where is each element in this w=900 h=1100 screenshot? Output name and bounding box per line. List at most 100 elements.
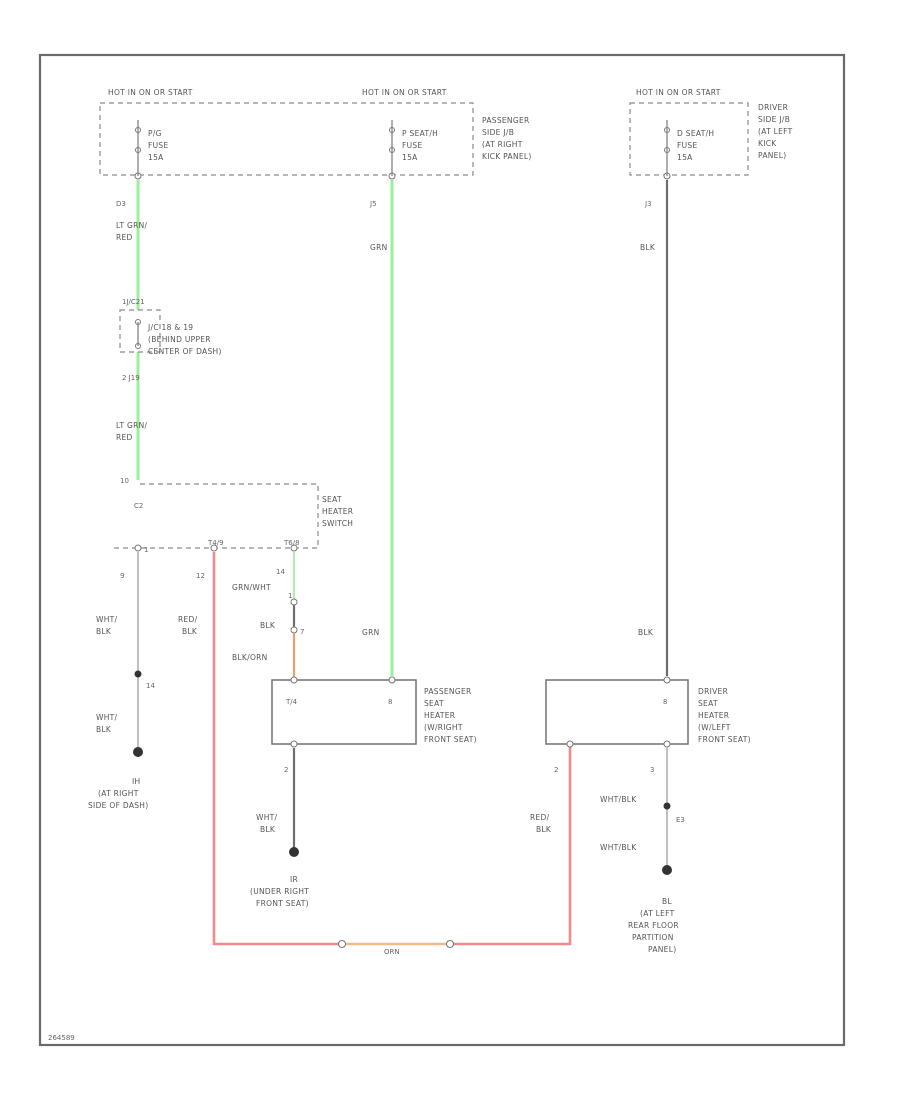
ground-bl: BL (AT LEFT REAR FLOOR PARTITION PANEL) (628, 865, 679, 954)
svg-text:RED: RED (116, 433, 133, 442)
wire-label-grn-upper: GRN (370, 243, 388, 252)
svg-text:BLK: BLK (260, 825, 276, 834)
jc-pin-bottom: 2 J19 (122, 374, 140, 382)
fuse-right-pin: J3 (644, 200, 652, 208)
fuse-middle-name: P SEAT/H (402, 129, 438, 138)
jc-pin-top: 1J/C21 (122, 298, 145, 306)
driver-seat-heater: 8 DRIVER SEAT HEATER (W/LEFT FRONT SEAT) (545, 676, 751, 748)
passenger-heater-pin-right: 8 (388, 698, 392, 706)
switch-pin-mid: T4/9 (207, 539, 224, 547)
pin-conn-top: 1 (288, 592, 292, 600)
pin-junction-14: 14 (146, 682, 155, 690)
fuse-box-middle: HOT IN ON OR START P SEAT/H FUSE 15A PAS… (362, 88, 532, 208)
svg-text:FUSE: FUSE (148, 141, 169, 150)
fuse-middle-label: PASSENGER (482, 116, 530, 125)
svg-text:SIDE OF DASH): SIDE OF DASH) (88, 801, 148, 810)
pin-switch-out-left: 9 (120, 572, 124, 580)
svg-text:(AT LEFT: (AT LEFT (640, 909, 675, 918)
wire-label-grn-wht: GRN/WHT (232, 583, 271, 592)
fuse-right-header: HOT IN ON OR START (636, 88, 721, 97)
fuse-middle-header: HOT IN ON OR START (362, 88, 447, 97)
fuse-middle-pin: J5 (369, 200, 377, 208)
svg-text:SEAT: SEAT (424, 699, 444, 708)
svg-text:HEATER: HEATER (698, 711, 729, 720)
svg-text:PANEL): PANEL) (758, 151, 786, 160)
pin-conn-bottom: 7 (300, 628, 304, 636)
svg-text:FUSE: FUSE (402, 141, 423, 150)
svg-text:FUSE: FUSE (677, 141, 698, 150)
svg-text:(AT RIGHT: (AT RIGHT (482, 140, 523, 149)
wire-label-lt-grn-red-2: LT GRN/ (116, 421, 148, 430)
passenger-heater-label: PASSENGER (424, 687, 472, 696)
wire-label-blk-orn: BLK/ORN (232, 653, 268, 662)
wire-label-grn-lower: GRN (362, 628, 380, 637)
svg-text:CENTER OF DASH): CENTER OF DASH) (148, 347, 222, 356)
svg-text:BLK: BLK (536, 825, 552, 834)
svg-text:SIDE J/B: SIDE J/B (482, 128, 514, 137)
svg-text:FRONT SEAT): FRONT SEAT) (698, 735, 751, 744)
fuse-right-label: DRIVER (758, 103, 788, 112)
svg-text:RED: RED (116, 233, 133, 242)
fuse-box-left: HOT IN ON OR START P/G FUSE 15A D3 (99, 88, 474, 208)
fuse-box-right: HOT IN ON OR START D SEAT/H FUSE 15A DRI… (629, 88, 793, 208)
svg-text:KICK PANEL): KICK PANEL) (482, 152, 532, 161)
switch-label: SEAT (322, 495, 342, 504)
driver-heater-pin-right: 8 (663, 698, 667, 706)
wire-red-blk-loop (212, 552, 340, 946)
svg-text:FRONT SEAT): FRONT SEAT) (256, 899, 309, 908)
svg-text:HEATER: HEATER (424, 711, 455, 720)
wire-label-lt-grn-red-1: LT GRN/ (116, 221, 148, 230)
svg-text:SWITCH: SWITCH (322, 519, 353, 528)
jc-label: J/C 18 & 19 (147, 323, 193, 332)
switch-pin-right: T6/8 (283, 539, 300, 547)
fuse-left-name: P/G (148, 129, 162, 138)
wire-label-wht-blk-2: WHT/ (96, 713, 118, 722)
fuse-left-pin: D3 (116, 200, 126, 208)
ground-ir-label: IR (290, 875, 298, 884)
ground-bl-label: BL (662, 897, 672, 906)
svg-text:(UNDER RIGHT: (UNDER RIGHT (250, 887, 309, 896)
switch-pin-c: C2 (134, 502, 143, 510)
svg-text:15A: 15A (402, 153, 418, 162)
svg-text:15A: 15A (148, 153, 164, 162)
wire-label-red-blk-1: RED/ (178, 615, 198, 624)
ground-ir: IR (UNDER RIGHT FRONT SEAT) (250, 847, 309, 908)
pin-switch-out-mid: 12 (196, 572, 205, 580)
fuse-right-name: D SEAT/H (677, 129, 714, 138)
pin-passenger-bottom: 2 (284, 766, 288, 774)
wire-label-blk-upper: BLK (640, 243, 656, 252)
svg-text:(AT LEFT: (AT LEFT (758, 127, 793, 136)
svg-text:FRONT SEAT): FRONT SEAT) (424, 735, 477, 744)
seat-heater-switch: 10 C2 SEAT HEATER SWITCH 1 T4/9 T6/8 (110, 477, 353, 554)
switch-pin-left: 1 (144, 546, 148, 554)
svg-text:BLK: BLK (96, 725, 112, 734)
svg-text:(W/RIGHT: (W/RIGHT (424, 723, 463, 732)
svg-text:PANEL): PANEL) (648, 945, 676, 954)
wire-label-red-blk-2: RED/ (530, 813, 550, 822)
svg-text:(BEHIND UPPER: (BEHIND UPPER (148, 335, 211, 344)
wire-label-blk-lower: BLK (638, 628, 654, 637)
pin-switch-out-right: 14 (276, 568, 285, 576)
ground-ih: IH (AT RIGHT SIDE OF DASH) (88, 747, 148, 810)
svg-text:KICK: KICK (758, 139, 777, 148)
svg-text:PARTITION: PARTITION (632, 933, 674, 942)
driver-heater-label: DRIVER (698, 687, 728, 696)
fuse-left-header: HOT IN ON OR START (108, 88, 193, 97)
svg-text:BLK: BLK (182, 627, 198, 636)
wire-label-wht-blk-3: WHT/ (256, 813, 278, 822)
junction-connector-jc: 1J/C21 J/C 18 & 19 (BEHIND UPPER CENTER … (119, 298, 222, 382)
pin-driver-junction: E3 (676, 816, 685, 824)
wire-label-wht-blk-4: WHT/BLK (600, 795, 637, 804)
svg-text:15A: 15A (677, 153, 693, 162)
wire-label-blk-mid: BLK (260, 621, 276, 630)
svg-text:SIDE J/B: SIDE J/B (758, 115, 790, 124)
diagram-code: 264589 (48, 1034, 75, 1042)
switch-pin-top: 10 (120, 477, 129, 485)
wire-red-blk-driver (452, 744, 572, 946)
wire-label-wht-blk-1: WHT/ (96, 615, 118, 624)
svg-text:SEAT: SEAT (698, 699, 718, 708)
wire-label-wht-blk-5: WHT/BLK (600, 843, 637, 852)
ground-ih-label: IH (132, 777, 140, 786)
pin-driver-bottom-right: 3 (650, 766, 654, 774)
